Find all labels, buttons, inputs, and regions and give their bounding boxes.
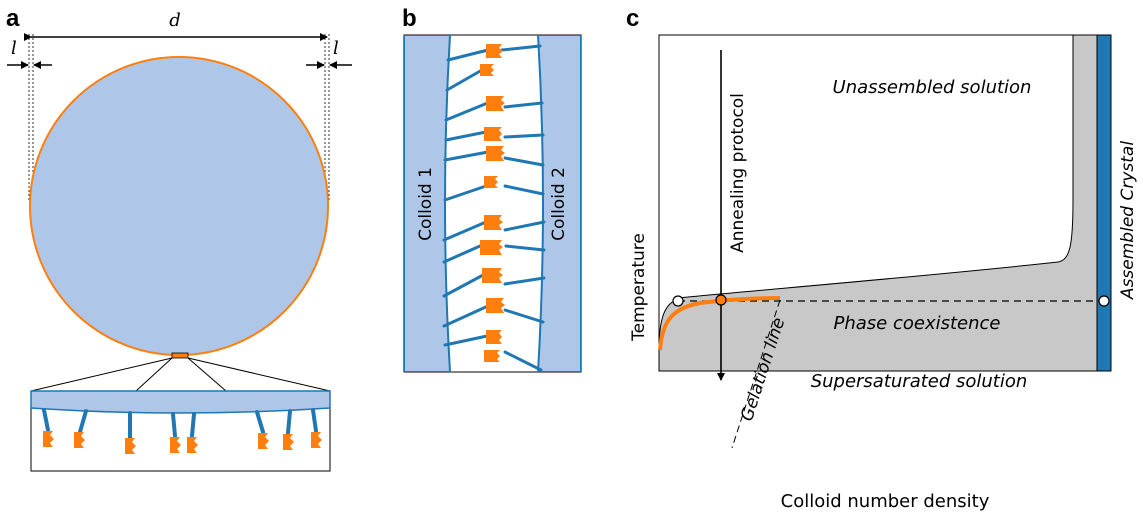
zoom-region-marker	[171, 352, 189, 359]
gelation-line	[731, 299, 781, 449]
coexistence-region	[658, 34, 1098, 372]
bridge-strands	[442, 44, 546, 372]
panel-c: c Gelation line Annealing protocol Unass…	[626, 5, 1138, 512]
colloid-2-label: Colloid 2	[549, 167, 569, 241]
colloid-1-label: Colloid 1	[416, 167, 436, 241]
crystal-coexistence-point	[1098, 295, 1110, 307]
region-unassembled-label: Unassembled solution	[833, 77, 1032, 98]
x-axis-label: Colloid number density	[781, 491, 990, 512]
colloid-sphere	[29, 56, 329, 356]
colloid-1-surface	[404, 35, 452, 372]
region-coexistence-label: Phase coexistence	[834, 313, 1001, 334]
diameter-label: d	[169, 10, 181, 31]
zoom-sticky-ends	[43, 431, 322, 454]
gel-boundary	[658, 296, 781, 351]
panel-a: a d l l	[6, 5, 352, 472]
panel-a-label: a	[6, 5, 20, 32]
zoom-dna-strands	[42, 408, 318, 440]
gas-coexistence-point	[672, 295, 684, 307]
zoom-surface	[30, 390, 331, 414]
y-axis-label: Temperature	[629, 233, 649, 342]
gelation-point	[715, 294, 727, 306]
zoom-lines	[30, 357, 331, 392]
bridge-sticky-pairs	[480, 44, 505, 362]
annealing-label: Annealing protocol	[728, 93, 748, 253]
shell-label-left: l	[11, 38, 17, 59]
panel-b-label: b	[402, 5, 417, 32]
panel-b: b	[402, 5, 582, 373]
assembled-crystal-bar	[1096, 34, 1112, 372]
crystal-label: Assembled Crystal	[1118, 141, 1138, 300]
shell-label-right: l	[333, 38, 339, 59]
region-supersaturated-label: Supersaturated solution	[811, 371, 1028, 392]
panel-c-label: c	[626, 5, 639, 32]
colloid-2-surface	[536, 35, 581, 372]
